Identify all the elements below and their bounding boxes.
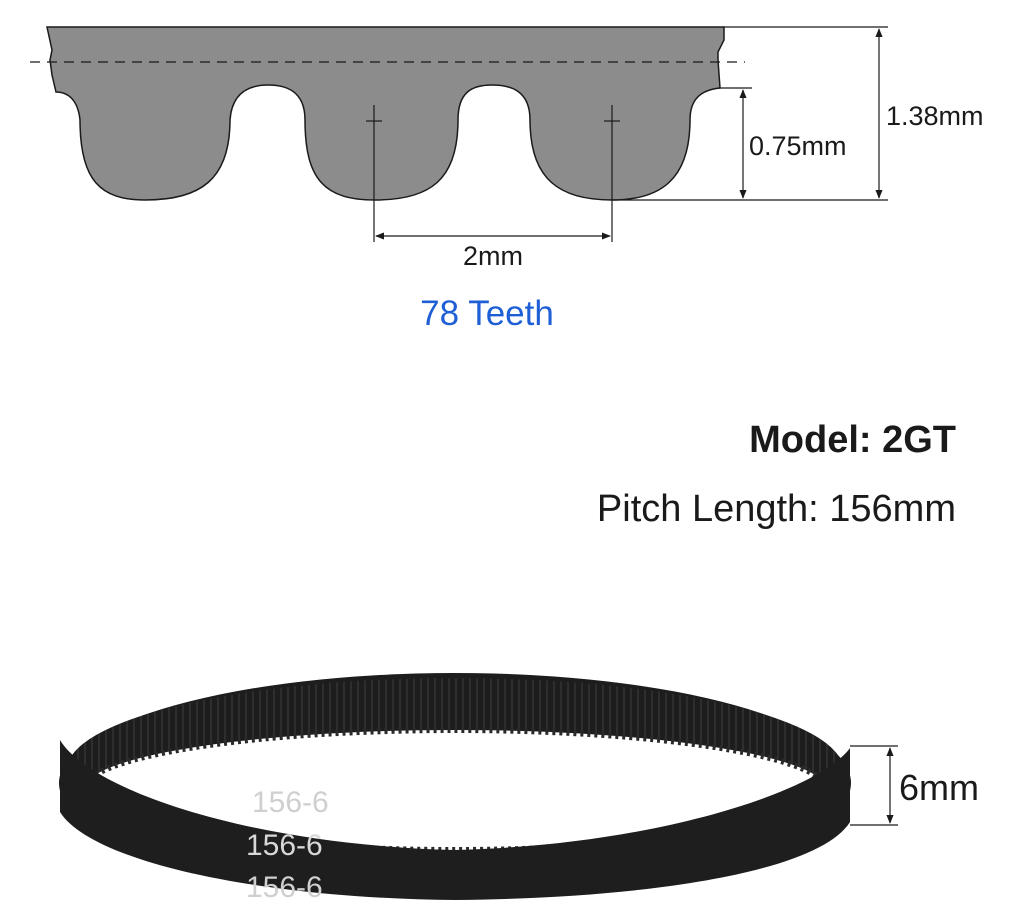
- belt-width-label: 6mm: [899, 767, 979, 808]
- belt-profile: [30, 26, 745, 242]
- total-height-dimension: 1.38mm: [875, 28, 984, 199]
- pitch-label: 2mm: [463, 241, 523, 271]
- belt-profile-shape: [46, 26, 725, 201]
- pitch-dimension: 2mm: [375, 232, 611, 271]
- belt-front-band: [60, 740, 850, 900]
- belt-print-text: 156-6: [246, 871, 323, 904]
- belt-illustration: 156-6 156-6 156-6: [59, 673, 851, 904]
- tooth-height-dimension: 0.75mm: [739, 89, 847, 199]
- belt-width-dimension: 6mm: [850, 745, 979, 826]
- teeth-count-label: 78 Teeth: [420, 294, 554, 333]
- tooth-height-label: 0.75mm: [749, 131, 847, 161]
- belt-inner-opening: [83, 730, 827, 850]
- extension-lines: [612, 26, 888, 201]
- belt-print-text: 156-6: [252, 786, 329, 819]
- belt-print-text: 156-6: [246, 829, 323, 862]
- pitch-length-label: Pitch Length: 156mm: [597, 488, 956, 530]
- total-height-label: 1.38mm: [886, 101, 984, 131]
- model-label: Model: 2GT: [749, 419, 956, 461]
